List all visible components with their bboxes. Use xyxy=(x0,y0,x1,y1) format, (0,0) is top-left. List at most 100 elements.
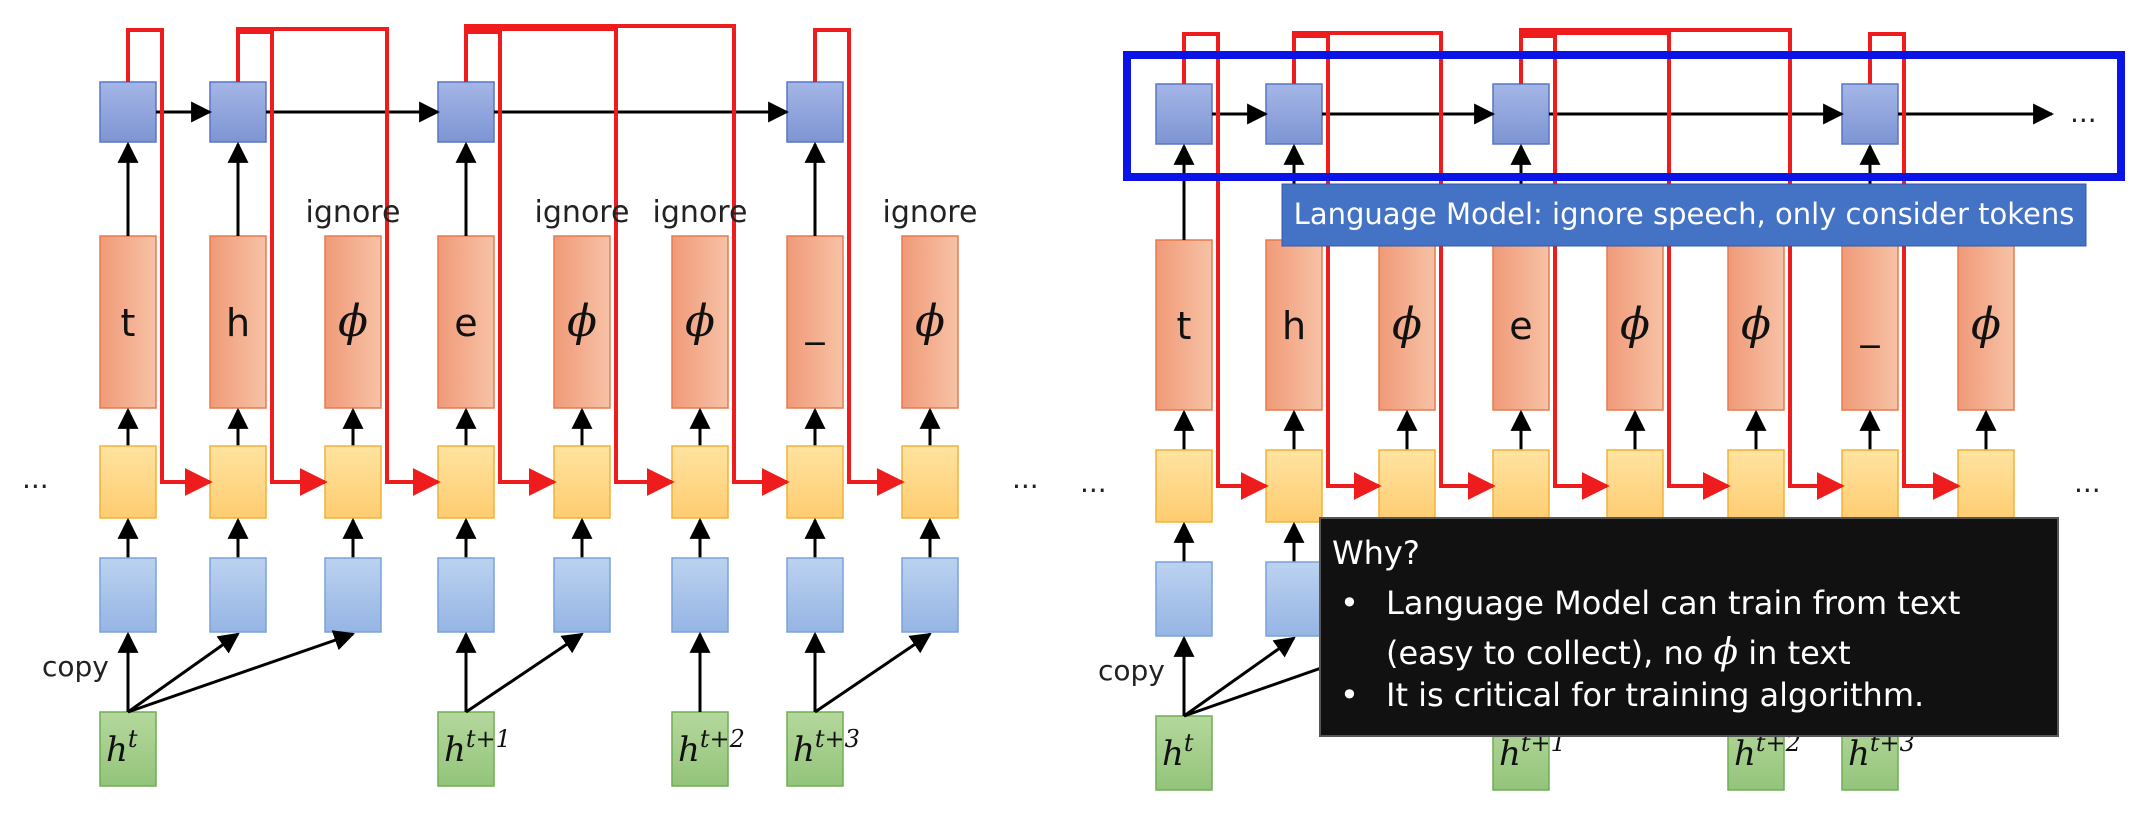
lm-block xyxy=(786,81,844,143)
token-block xyxy=(1957,239,2015,411)
arrow-hidden-to-encoder xyxy=(1183,636,1296,718)
token-label: ϕ xyxy=(915,296,945,347)
lm-block xyxy=(209,81,267,143)
ignore-label: ignore xyxy=(883,195,978,230)
token-label: ϕ xyxy=(685,296,715,347)
hidden-label-sup: t+3 xyxy=(815,725,860,753)
state-block xyxy=(1606,449,1664,523)
token-label: _ xyxy=(805,301,826,345)
hidden-label-sup: t+1 xyxy=(466,725,511,753)
state-block xyxy=(671,445,729,519)
feedback-line xyxy=(464,24,790,496)
feedback-line xyxy=(1292,31,1496,500)
why-bullet-1-line-2: (easy to collect), no ϕ in text xyxy=(1386,632,1851,673)
hidden-label-base: h xyxy=(106,730,128,770)
token-label: ϕ xyxy=(1392,299,1422,350)
copy-label: copy xyxy=(42,650,109,683)
state-block xyxy=(901,445,959,519)
feedback-line xyxy=(236,27,441,496)
feedback-line xyxy=(1182,32,1269,500)
hidden-label-sup: t+2 xyxy=(700,725,745,753)
why-bullet-2: It is critical for training algorithm. xyxy=(1386,676,1924,714)
bullet-dot: • xyxy=(1340,584,1359,622)
token-label: ϕ xyxy=(567,296,597,347)
feedback-line xyxy=(813,28,905,496)
lm-block xyxy=(1155,83,1213,145)
hidden-vector xyxy=(437,711,495,787)
why-bullet-1-post: in text xyxy=(1738,634,1851,672)
state-block xyxy=(553,445,611,519)
why-bullet-1-pre: (easy to collect), no xyxy=(1386,634,1714,672)
feedback-line xyxy=(126,28,213,496)
encoder-block xyxy=(901,557,959,633)
hidden-label: ht xyxy=(1162,729,1194,774)
hidden-label-base: h xyxy=(1162,734,1184,774)
hidden-label-base: h xyxy=(793,730,815,770)
token-block xyxy=(1378,239,1436,411)
lm-ellipsis: ... xyxy=(2070,96,2097,129)
feedback-line xyxy=(1868,32,1961,500)
lm-banner xyxy=(1281,183,2087,247)
token-block xyxy=(324,235,382,409)
state-block xyxy=(99,445,157,519)
phi-symbol: ϕ xyxy=(1714,632,1739,673)
state-block xyxy=(1492,449,1550,523)
token-label: ϕ xyxy=(1741,299,1771,350)
encoder-block xyxy=(786,557,844,633)
state-block xyxy=(1841,449,1899,523)
feedback-line xyxy=(1519,28,1845,500)
why-title: Why? xyxy=(1332,534,1420,572)
hidden-label: ht+2 xyxy=(678,725,745,770)
encoder-block xyxy=(324,557,382,633)
token-label: ϕ xyxy=(1971,299,2001,350)
token-label: t xyxy=(1177,304,1192,348)
token-label: ϕ xyxy=(338,296,368,347)
encoder-block xyxy=(553,557,611,633)
state-block xyxy=(1155,449,1213,523)
hidden-label-sup: t xyxy=(1184,729,1194,757)
state-block xyxy=(209,445,267,519)
lm-block xyxy=(1841,83,1899,145)
token-label: e xyxy=(454,301,477,345)
token-label: _ xyxy=(1860,304,1881,348)
lm-block xyxy=(437,81,495,143)
hidden-label-base: h xyxy=(1734,734,1756,774)
token-block xyxy=(553,235,611,409)
hidden-label-base: h xyxy=(1848,734,1870,774)
token-block xyxy=(1265,239,1323,411)
token-label: e xyxy=(1509,304,1532,348)
bullet-dot: • xyxy=(1340,676,1359,714)
token-label: h xyxy=(1282,304,1306,348)
ellipsis-left: ... xyxy=(1080,466,1107,499)
hidden-label-base: h xyxy=(678,730,700,770)
hidden-label-sup: t xyxy=(128,725,138,753)
hidden-label: ht xyxy=(106,725,138,770)
copy-label: copy xyxy=(1098,654,1165,687)
encoder-block xyxy=(671,557,729,633)
state-block xyxy=(1265,449,1323,523)
encoder-block xyxy=(99,557,157,633)
hidden-vector xyxy=(99,711,157,787)
state-block xyxy=(1378,449,1436,523)
token-block xyxy=(1606,239,1664,411)
hidden-vector xyxy=(671,711,729,787)
why-box xyxy=(1319,517,2059,737)
lm-block xyxy=(1492,83,1550,145)
encoder-block xyxy=(1155,561,1213,637)
ignore-label: ignore xyxy=(535,195,630,230)
ellipsis-left: ... xyxy=(22,462,49,495)
why-bullet-1-line-1: Language Model can train from text xyxy=(1386,584,1960,622)
hidden-label: ht+3 xyxy=(793,725,860,770)
encoder-block xyxy=(209,557,267,633)
lm-block xyxy=(99,81,157,143)
token-label: ϕ xyxy=(1620,299,1650,350)
hidden-label-base: h xyxy=(1499,734,1521,774)
arrow-hidden-to-encoder xyxy=(127,632,240,714)
token-block xyxy=(1727,239,1785,411)
hidden-label: ht+1 xyxy=(444,725,511,770)
state-block xyxy=(1957,449,2015,523)
encoder-block xyxy=(1265,561,1323,637)
